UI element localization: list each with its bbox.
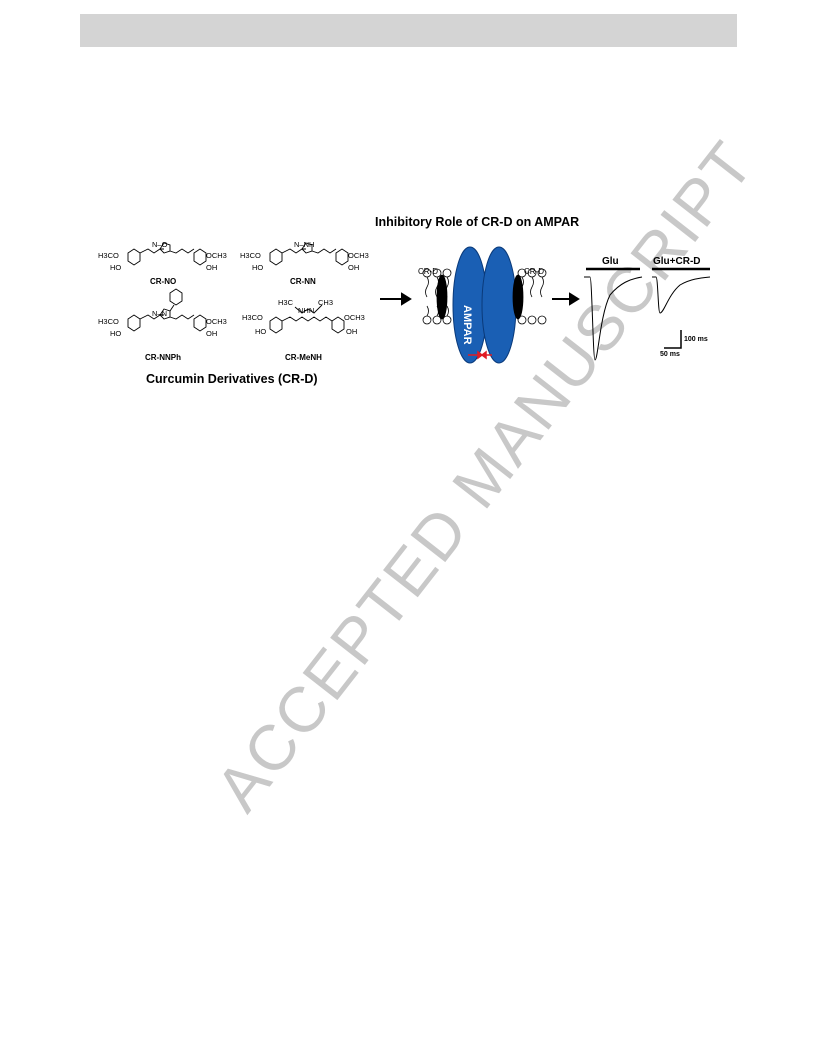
cr-nn-left-hydroxyl: HO (252, 263, 264, 272)
cr-no-left-substituent: H3CO (98, 251, 119, 260)
membrane-label-left: CR-D (418, 267, 438, 276)
cr-nnph-left-hydroxyl: HO (110, 329, 122, 338)
lipid-bilayer-left (422, 268, 452, 325)
trace-glu-crd (652, 267, 711, 314)
figure-title: Inhibitory Role of CR-D on AMPAR (375, 215, 580, 229)
cr-menh-methyl-left: H3C (278, 298, 294, 307)
compound-label-cr-menh: CR-MeNH (285, 353, 322, 362)
cr-menh-right-substituent: OCH3 (344, 313, 365, 322)
trace-label-glu: Glu (602, 256, 619, 267)
scale-label-y: 100 ms (684, 336, 708, 343)
cr-nnph-structure (127, 288, 207, 332)
cr-menh-core: NHN (298, 306, 315, 315)
cr-menh-structure (269, 304, 345, 334)
membrane-label-right: CR-D (524, 267, 544, 276)
trace-label-glu-crd: Glu+CR-D (653, 256, 701, 267)
cr-menh-methyl-right: CH3 (318, 298, 334, 307)
scale-label-x: 50 ms (660, 351, 680, 358)
cr-nn-structure (269, 242, 349, 266)
cr-no-right-hydroxyl: OH (206, 263, 218, 272)
cr-nnph-core: N–N (152, 309, 168, 318)
ampar-subunit-right (481, 246, 517, 364)
cr-nn-right-hydroxyl: OH (348, 263, 360, 272)
ampar-label: AMPAR (461, 305, 473, 345)
cr-nnph-right-substituent: OCH3 (206, 317, 227, 326)
cr-menh-right-hydroxyl: OH (346, 327, 358, 336)
red-arrows (468, 350, 492, 360)
cr-nnph-left-substituent: H3CO (98, 317, 119, 326)
cr-no-right-substituent: OCH3 (206, 251, 227, 260)
cr-menh-left-substituent: H3CO (242, 313, 263, 322)
cr-no-structure (127, 242, 207, 266)
figure-caption: Curcumin Derivatives (CR-D) (146, 372, 318, 386)
flow-arrows (380, 292, 580, 306)
lipid-bilayer-right (512, 268, 547, 325)
compound-label-cr-nn: CR-NN (290, 277, 316, 286)
compound-label-cr-nnph: CR-NNPh (145, 353, 181, 362)
cr-no-left-hydroxyl: HO (110, 263, 122, 272)
cr-nn-left-substituent: H3CO (240, 251, 261, 260)
compound-label-cr-no: CR-NO (150, 277, 177, 286)
cr-menh-left-hydroxyl: HO (255, 327, 267, 336)
header-bar (80, 14, 737, 47)
cr-no-core: N–O (152, 240, 168, 249)
trace-glu (584, 267, 643, 361)
cr-nn-core: N–NH (294, 240, 315, 249)
graphical-abstract: Inhibitory Role of CR-D on AMPAR CR-NO C… (90, 205, 730, 405)
scale-bars (664, 330, 682, 349)
watermark-text: ACCEPTED MANUSCRIPT (201, 127, 768, 825)
cr-nnph-right-hydroxyl: OH (206, 329, 218, 338)
figure-drawing (127, 242, 711, 364)
cr-nn-right-substituent: OCH3 (348, 251, 369, 260)
